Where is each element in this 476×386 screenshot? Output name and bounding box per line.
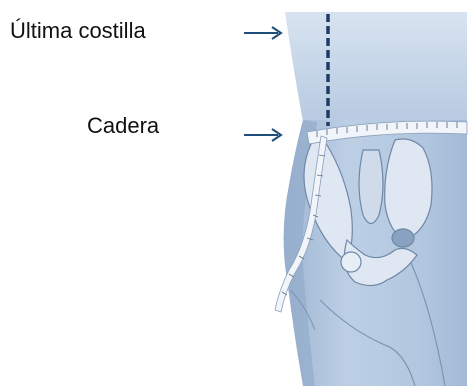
torso-illustration xyxy=(255,0,476,386)
label-hip: Cadera xyxy=(87,115,159,137)
upper-torso xyxy=(285,12,467,132)
label-last-rib: Última costilla xyxy=(10,20,146,42)
